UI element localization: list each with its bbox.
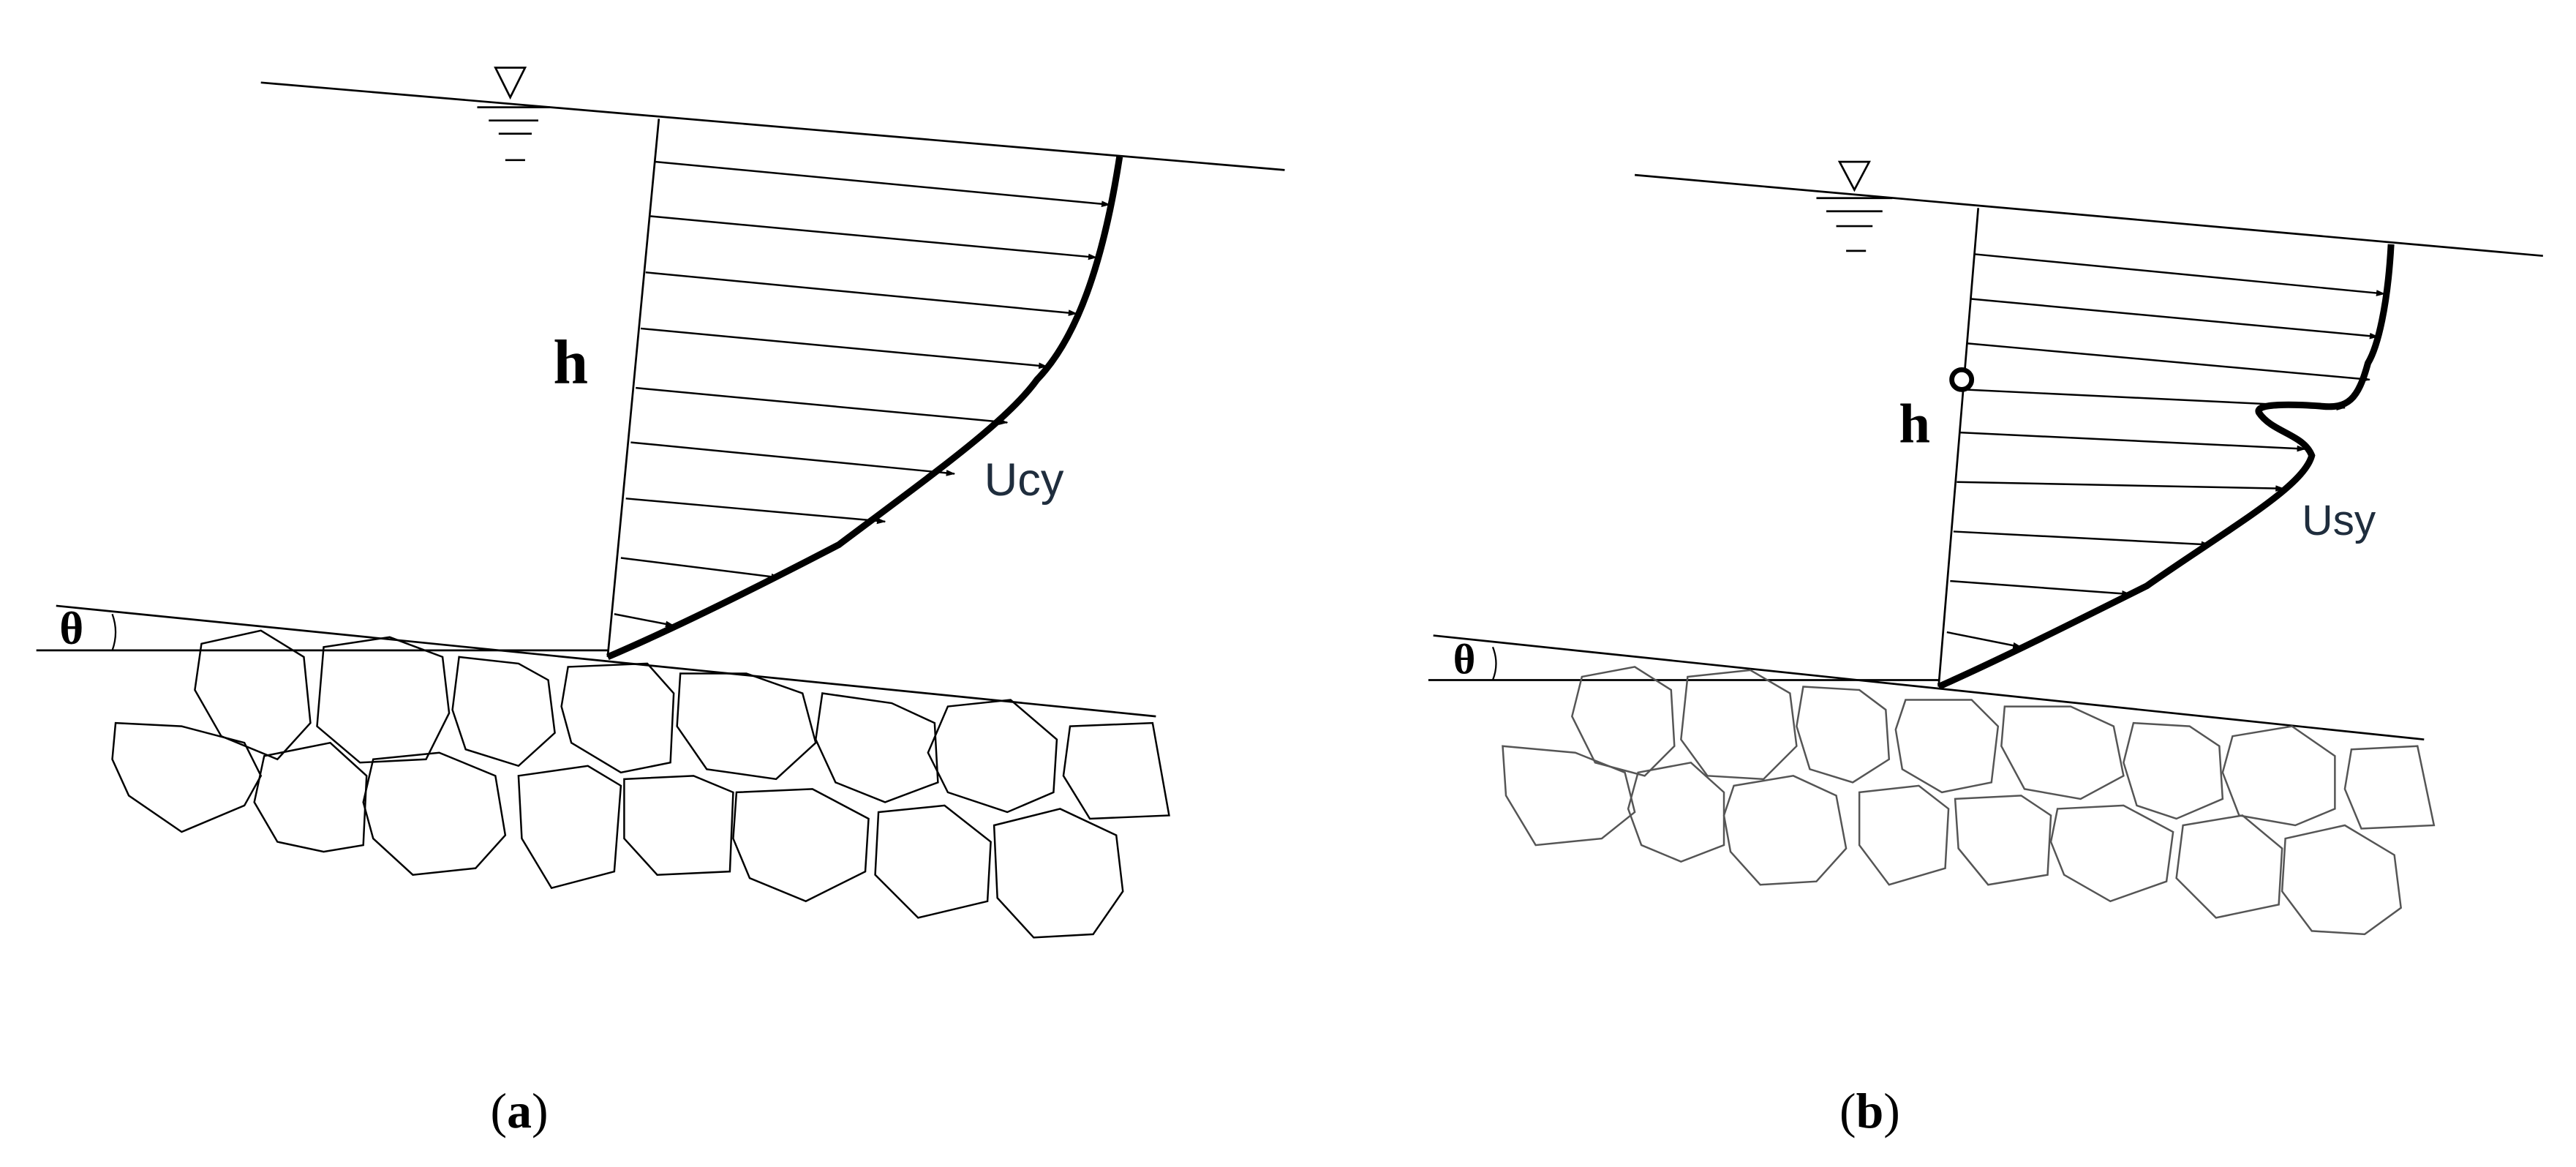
- velocity-arrow: [1957, 481, 2285, 492]
- depth-label-a: h: [553, 327, 588, 397]
- velocity-arrow: [1975, 253, 2386, 296]
- vertical-axis-line: [1937, 208, 1980, 687]
- velocity-arrow: [630, 441, 956, 476]
- point-marker: [1949, 367, 1975, 392]
- velocity-arrows-a: [614, 160, 1111, 628]
- velocity-arrow: [636, 386, 1009, 425]
- depth-label-b: h: [1899, 393, 1930, 455]
- caption-b: (b): [1839, 1084, 1900, 1138]
- caption-a: (a): [491, 1084, 549, 1138]
- velocity-arrow: [645, 271, 1078, 316]
- panel-b: h Usy θ (b): [1428, 160, 2543, 1138]
- velocity-arrows-b: [1946, 253, 2386, 649]
- velocity-arrow: [1970, 298, 2379, 339]
- velocity-arrow: [640, 327, 1048, 369]
- water-surface-symbol-icon: [1816, 160, 1893, 252]
- water-surface-symbol-icon: [477, 67, 550, 162]
- angle-label-a: θ: [59, 603, 83, 654]
- velocity-arrow: [614, 613, 675, 628]
- panel-a: h Ucy θ (a): [36, 67, 1285, 1138]
- bed-stones-a: [111, 629, 1170, 939]
- velocity-profile-curve-a: [606, 156, 1123, 661]
- velocity-label-a: Ucy: [984, 454, 1064, 506]
- water-surface-line: [1634, 173, 2543, 258]
- bed-stones-b: [1502, 666, 2436, 936]
- water-surface-line: [260, 81, 1285, 171]
- velocity-profile-curve-b: [1937, 244, 2395, 690]
- velocity-label-b: Usy: [2302, 497, 2376, 544]
- velocity-arrow: [1946, 631, 2022, 649]
- angle-arc: [111, 613, 117, 651]
- velocity-arrow: [1953, 530, 2211, 548]
- velocity-arrow: [655, 160, 1111, 208]
- vertical-axis-line: [606, 119, 660, 658]
- velocity-arrow: [1966, 342, 2371, 383]
- bed-slope-line: [56, 604, 1156, 718]
- velocity-arrow: [625, 498, 886, 525]
- angle-label-b: θ: [1453, 635, 1476, 683]
- velocity-arrow: [1959, 431, 2306, 452]
- velocity-arrow: [650, 215, 1098, 260]
- bed-slope-line: [1433, 634, 2425, 741]
- velocity-arrow: [1950, 579, 2131, 597]
- angle-arc: [1491, 646, 1497, 680]
- velocity-arrow: [620, 557, 780, 580]
